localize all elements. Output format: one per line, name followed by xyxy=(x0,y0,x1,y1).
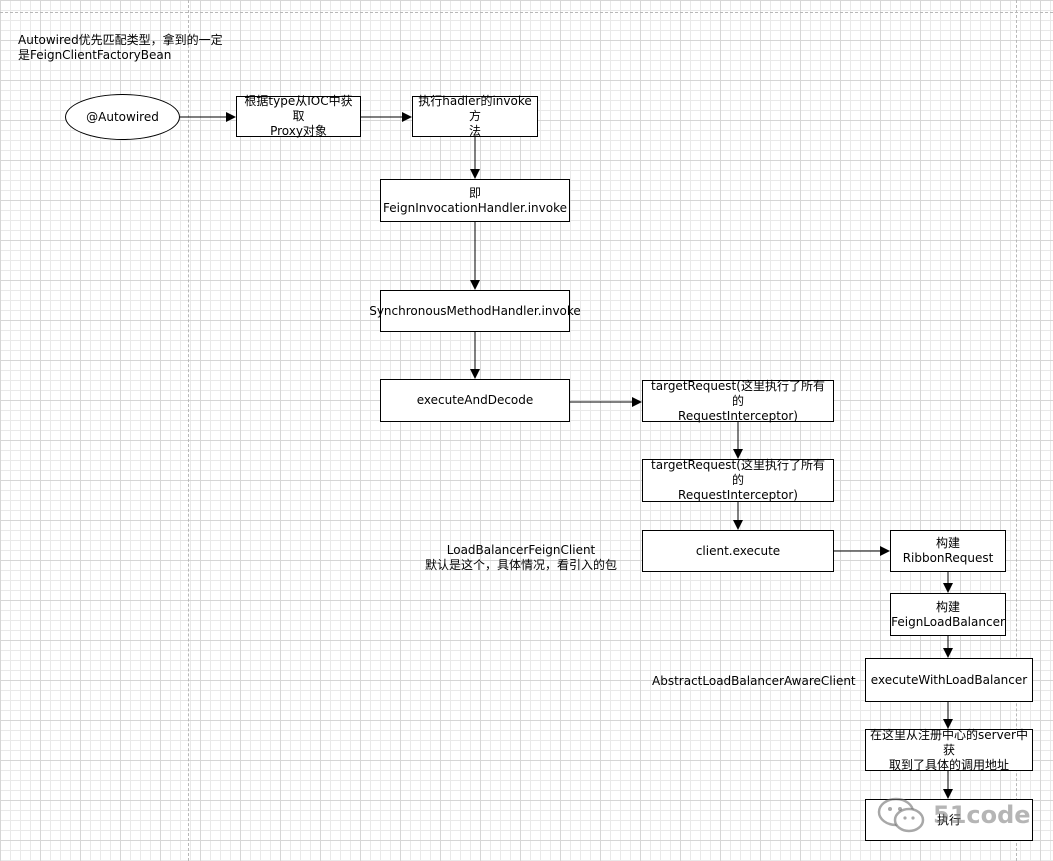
node-label: 执行hadler的invoke方 xyxy=(418,94,532,123)
node-client-execute[interactable]: client.execute xyxy=(642,530,834,572)
node-build-ribbon-request[interactable]: 构建RibbonRequest xyxy=(890,530,1006,572)
note-line: Autowired优先匹配类型，拿到的一定 xyxy=(18,33,223,47)
annotation-abstract-lb-client: AbstractLoadBalancerAwareClient xyxy=(652,674,856,689)
node-label: targetRequest(这里执行了所有的 xyxy=(651,378,825,408)
node-synchronous-method-handler[interactable]: SynchronousMethodHandler.invoke xyxy=(369,290,581,332)
node-label: 在这里从注册中心的server中获 xyxy=(870,727,1028,757)
annotation-line: AbstractLoadBalancerAwareClient xyxy=(652,674,856,688)
node-label: RequestInterceptor) xyxy=(678,488,798,502)
node-label: RequestInterceptor) xyxy=(678,408,798,423)
node-label: executeWithLoadBalancer xyxy=(870,672,1028,687)
node-feign-invocation-handler[interactable]: 即FeignInvocationHandler.invoke xyxy=(380,179,570,222)
node-label: 构建RibbonRequest xyxy=(902,536,994,565)
node-exec-handler[interactable]: 执行hadler的invoke方 法 xyxy=(412,94,538,138)
note-line: 是FeignClientFactoryBean xyxy=(18,48,172,62)
node-label: 构建 xyxy=(936,599,961,614)
node-label: 根据type从IOC中获取 xyxy=(244,94,353,123)
node-get-server-address[interactable]: 在这里从注册中心的server中获 取到了具体的调用地址 xyxy=(865,727,1033,772)
node-label: 法 xyxy=(468,124,481,138)
node-execute-and-decode[interactable]: executeAndDecode xyxy=(380,379,570,422)
annotation-line: LoadBalancerFeignClient xyxy=(446,543,596,557)
node-label: 取到了具体的调用地址 xyxy=(888,757,1009,772)
node-label: @Autowired xyxy=(86,110,159,124)
note-autowired-priority: Autowired优先匹配类型，拿到的一定 是FeignClientFactor… xyxy=(18,33,223,63)
node-label: SynchronousMethodHandler.invoke xyxy=(369,303,581,318)
node-get-proxy[interactable]: 根据type从IOC中获取 Proxy对象 xyxy=(236,94,361,138)
node-label: FeignLoadBalancer xyxy=(891,614,1005,629)
node-label: Proxy对象 xyxy=(270,124,327,138)
node-label: client.execute xyxy=(695,543,781,558)
node-target-request-2[interactable]: targetRequest(这里执行了所有的 RequestIntercepto… xyxy=(642,458,834,502)
node-label: targetRequest(这里执行了所有的 xyxy=(651,458,825,487)
node-label: 执行 xyxy=(936,812,961,827)
node-label: 即FeignInvocationHandler.invoke xyxy=(383,185,567,215)
annotation-lb-feign-client: LoadBalancerFeignClient 默认是这个，具体情况，看引入的包 xyxy=(425,543,617,573)
node-execute-final[interactable]: 执行 xyxy=(865,799,1033,841)
node-target-request-1[interactable]: targetRequest(这里执行了所有的 RequestIntercepto… xyxy=(642,378,834,423)
node-execute-with-load-balancer[interactable]: executeWithLoadBalancer xyxy=(865,658,1033,702)
annotation-line: 默认是这个，具体情况，看引入的包 xyxy=(425,558,618,572)
node-label: executeAndDecode xyxy=(416,393,534,407)
node-build-feign-load-balancer[interactable]: 构建 FeignLoadBalancer xyxy=(890,593,1006,636)
node-autowired[interactable]: @Autowired xyxy=(65,94,180,140)
